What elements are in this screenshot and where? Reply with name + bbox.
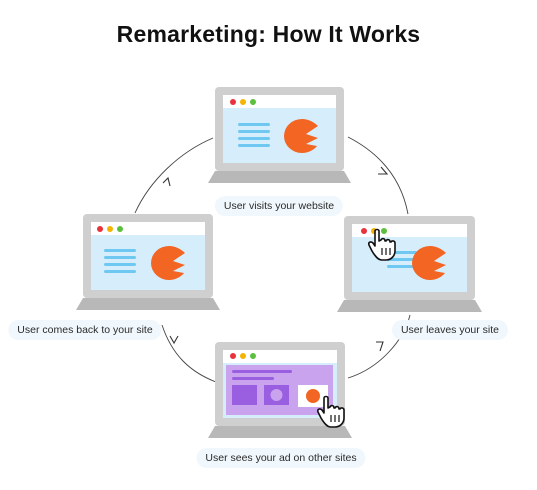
arrow-icon (169, 335, 179, 345)
arrow-icon (378, 166, 389, 175)
arrow-left-to-top (134, 137, 214, 214)
step-label-comes-back: User comes back to your site (8, 320, 162, 340)
laptop-comes-back (76, 214, 220, 310)
step-label-sees-ad: User sees your ad on other sites (196, 448, 366, 468)
laptop-visits-website (208, 87, 351, 183)
diagram-title: Remarketing: How It Works (116, 21, 421, 47)
step-label-visits: User visits your website (214, 196, 344, 216)
laptop-sees-ad (208, 342, 352, 438)
arrow-top-to-right (347, 136, 409, 215)
arrow-icon (376, 341, 384, 352)
arrow-bottom-to-left (161, 324, 217, 383)
arrow-heads (162, 166, 389, 352)
laptop-leaves-site (337, 216, 482, 312)
brand-logo-icon (306, 389, 320, 403)
step-label-leaves: User leaves your site (391, 320, 509, 340)
arrow-icon (162, 176, 171, 187)
